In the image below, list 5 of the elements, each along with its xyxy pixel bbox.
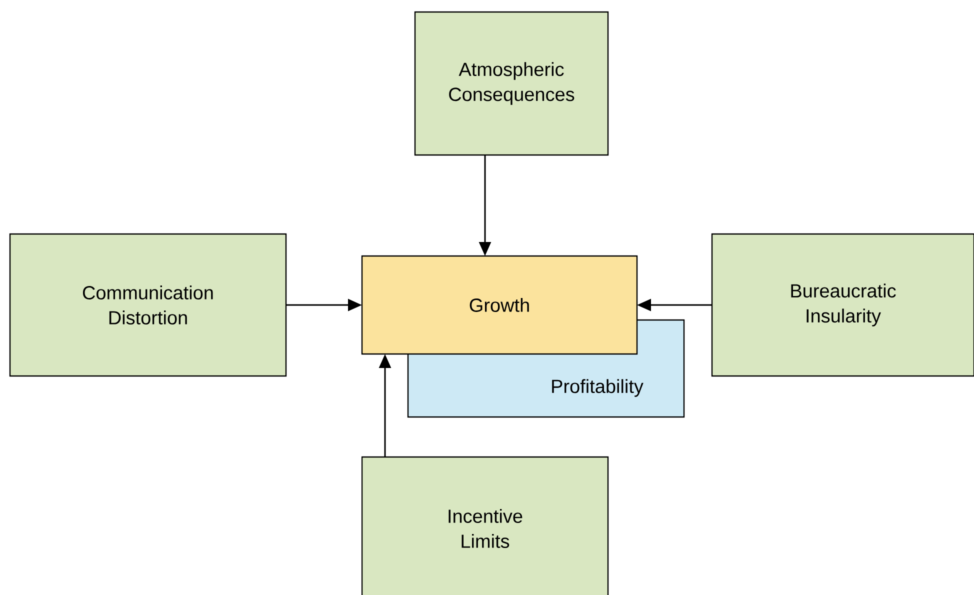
concept-box: Atmospheric Consequences	[414, 11, 609, 156]
concept-box: Incentive Limits	[361, 456, 609, 595]
concept-box: Communication Distortion	[9, 233, 287, 377]
concept-box: Bureaucratic Insularity	[711, 233, 974, 377]
central-box: Growth	[361, 255, 638, 355]
